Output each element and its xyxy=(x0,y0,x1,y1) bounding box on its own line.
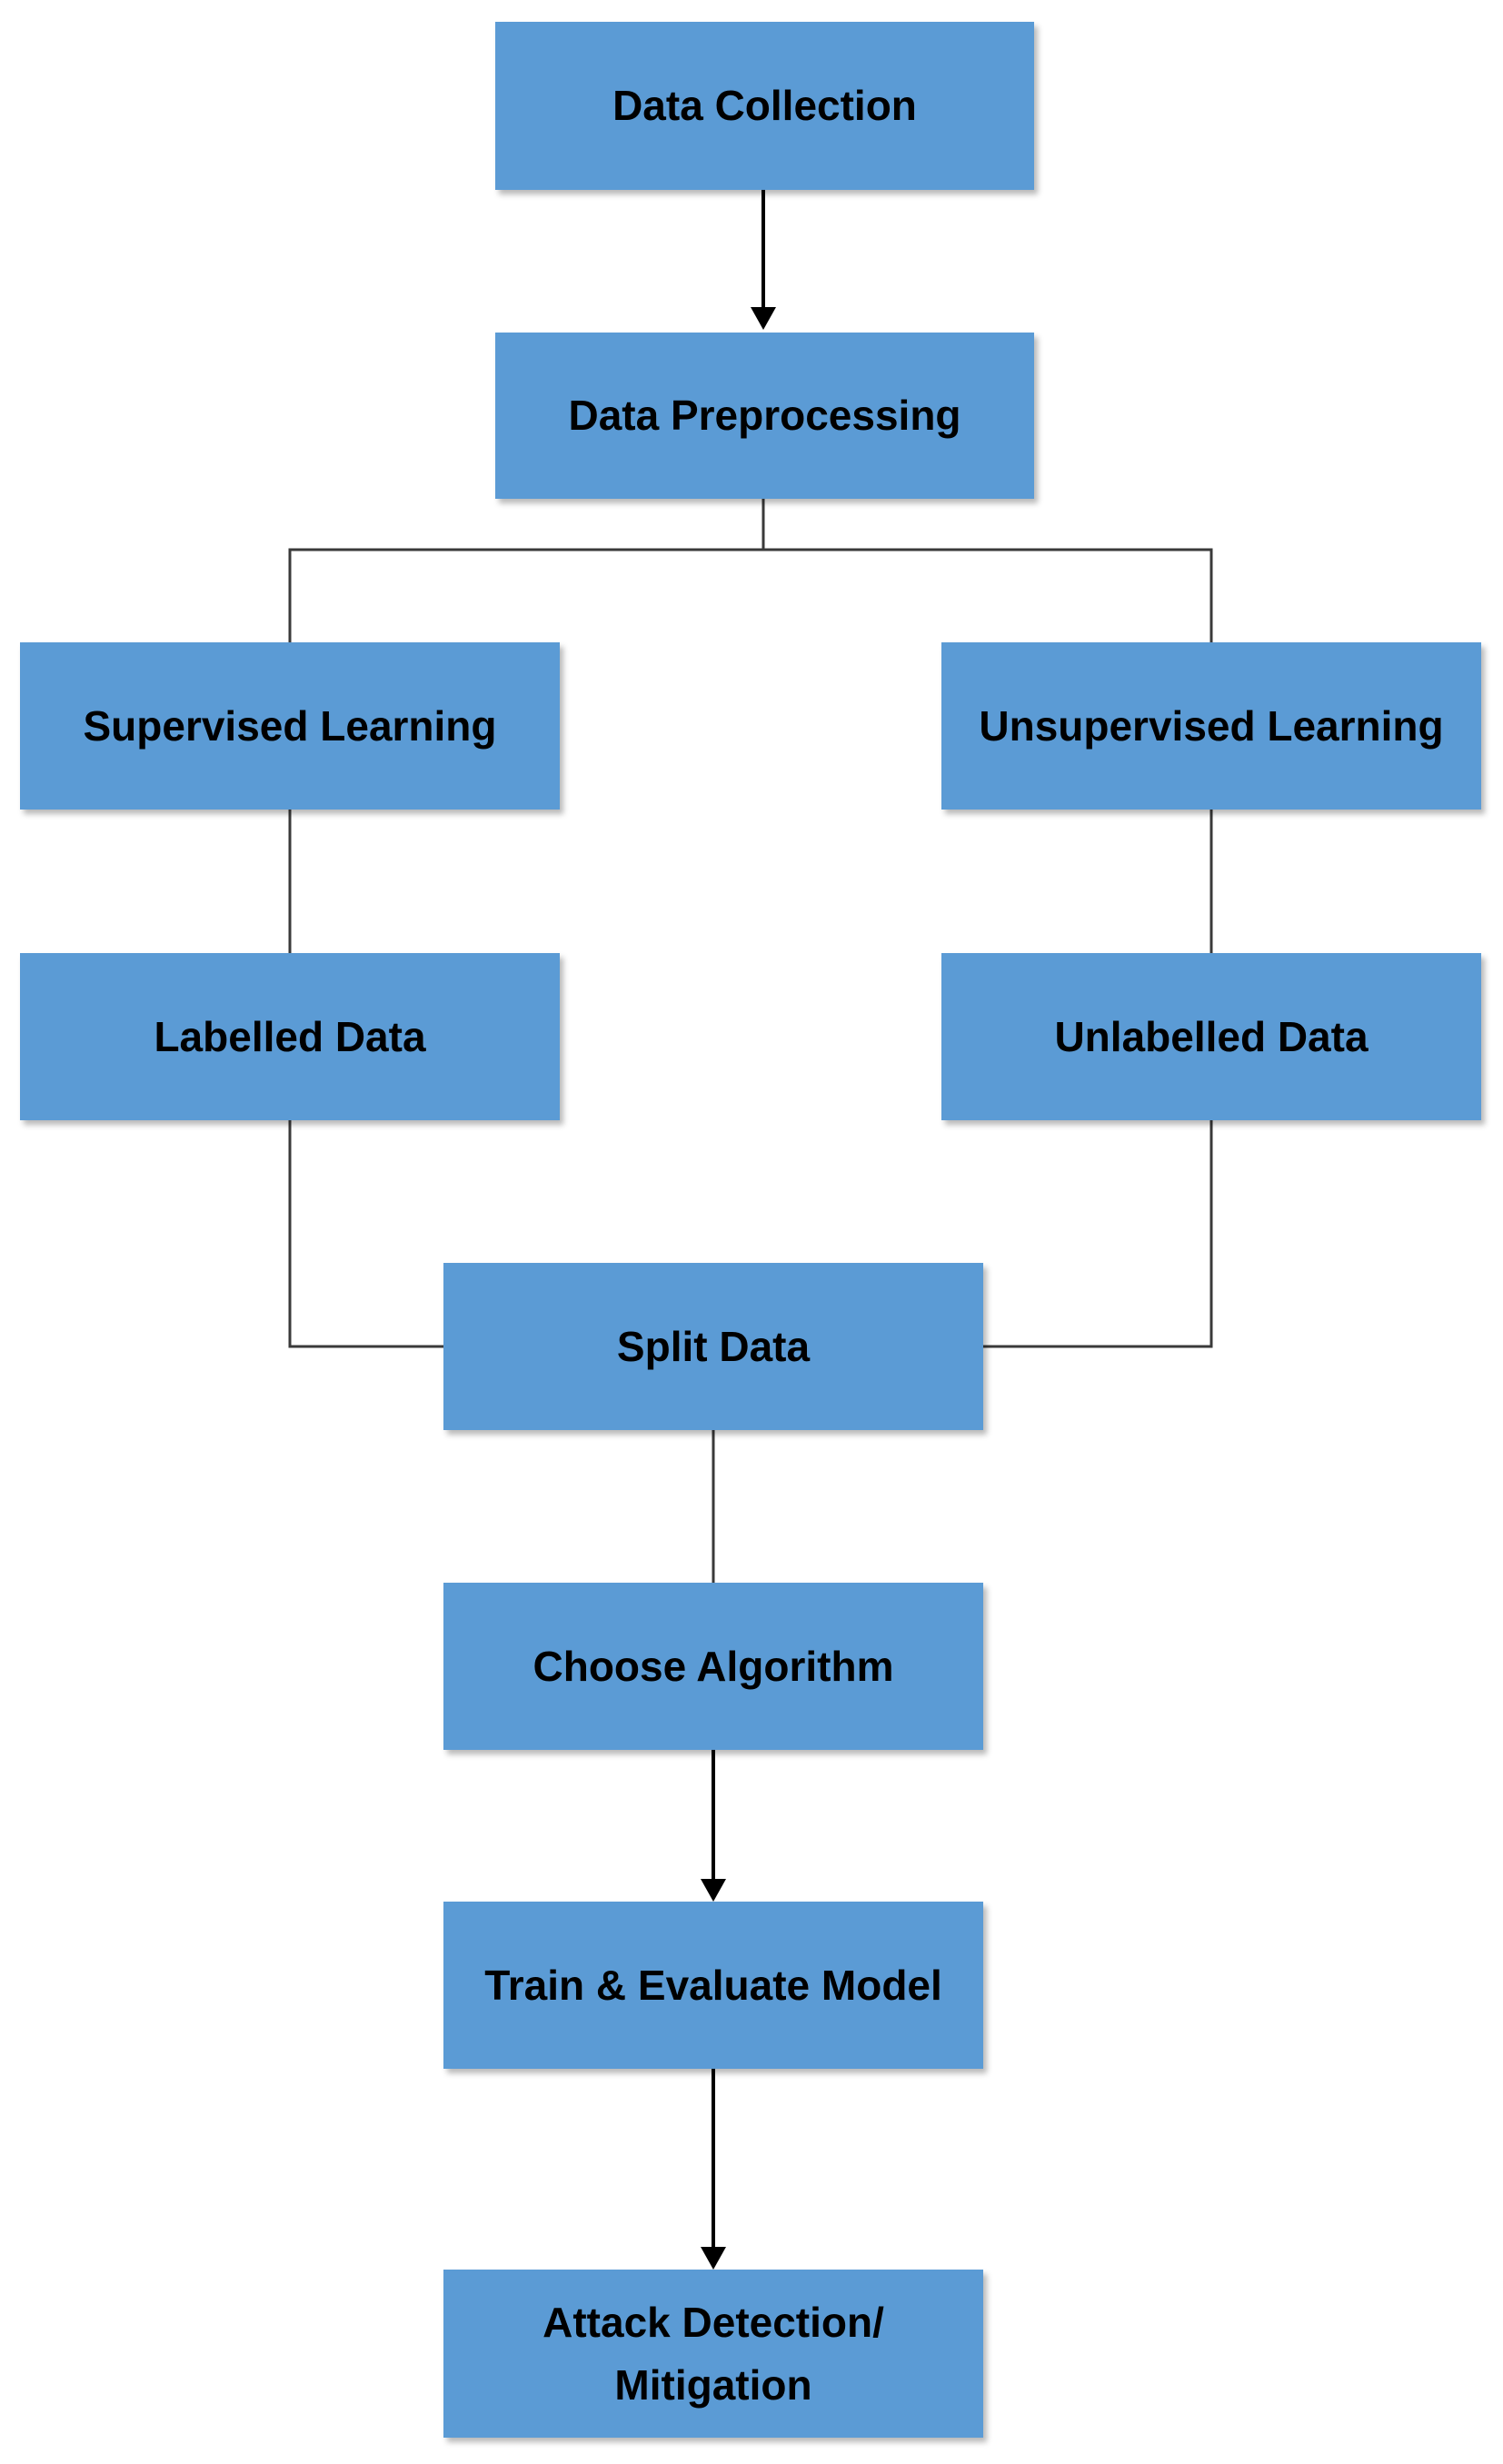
data-collection-box: Data Collection xyxy=(495,22,1034,190)
connector-labelled-to-split xyxy=(288,1120,443,1348)
labelled-data-box: Labelled Data xyxy=(20,953,560,1120)
choose-algorithm-box: Choose Algorithm xyxy=(443,1583,983,1750)
arrowhead-algorithm-to-train xyxy=(701,1879,726,1902)
attack-detection-label-line2: Mitigation xyxy=(614,2360,812,2409)
data-preprocessing-label: Data Preprocessing xyxy=(568,392,961,439)
unlabelled-data-label: Unlabelled Data xyxy=(1054,1012,1369,1060)
unlabelled-data-box: Unlabelled Data xyxy=(941,953,1481,1120)
split-data-box: Split Data xyxy=(443,1263,983,1430)
attack-detection-box: Attack Detection/ Mitigation xyxy=(443,2270,983,2438)
arrowhead-collection-to-preprocessing xyxy=(751,307,776,330)
data-collection-label: Data Collection xyxy=(612,82,917,129)
data-preprocessing-box: Data Preprocessing xyxy=(495,333,1034,499)
unsupervised-learning-box: Unsupervised Learning xyxy=(941,642,1481,810)
labelled-data-label: Labelled Data xyxy=(154,1012,426,1060)
split-data-label: Split Data xyxy=(616,1322,811,1370)
attack-detection-label-line1: Attack Detection/ xyxy=(542,2298,884,2346)
supervised-learning-label: Supervised Learning xyxy=(83,701,497,750)
arrowhead-train-to-attack xyxy=(701,2247,726,2270)
choose-algorithm-label: Choose Algorithm xyxy=(533,1642,894,1690)
connector-unlabelled-to-split xyxy=(983,1120,1213,1348)
train-evaluate-label: Train & Evaluate Model xyxy=(484,1961,942,2009)
unsupervised-learning-label: Unsupervised Learning xyxy=(979,701,1444,750)
connector-branch-horizontal xyxy=(288,548,1213,642)
train-evaluate-box: Train & Evaluate Model xyxy=(443,1902,983,2069)
supervised-learning-box: Supervised Learning xyxy=(20,642,560,810)
